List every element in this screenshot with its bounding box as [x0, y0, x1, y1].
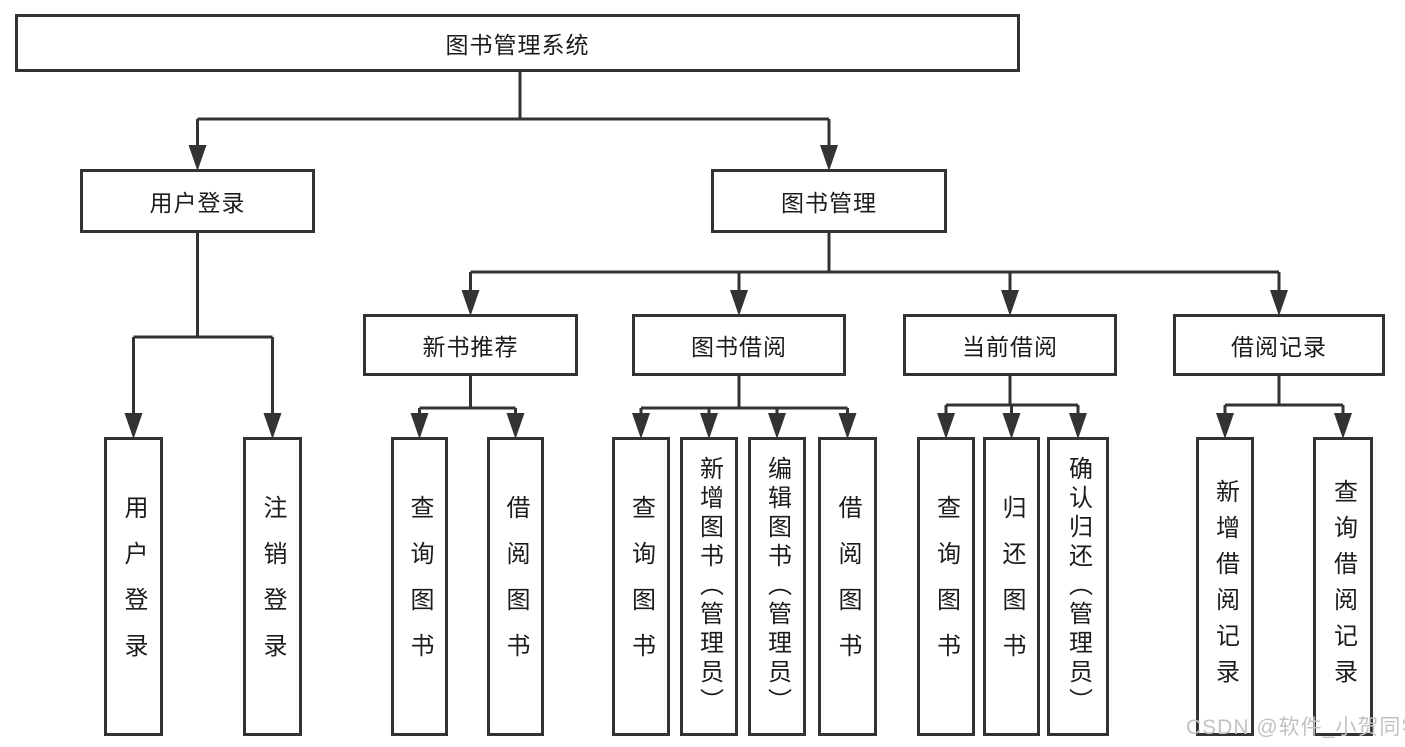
node-book-borrowing: 图书借阅 [632, 314, 846, 376]
node-new-book-recommend: 新书推荐 [363, 314, 578, 376]
node-leaf-borrow-add-book-admin: 新增图书（管理员） [680, 437, 738, 736]
arrowhead-down-icon [1002, 413, 1021, 439]
node-leaf-borrow-borrow-book: 借阅图书 [818, 437, 877, 736]
node-borrowing-records: 借阅记录 [1173, 314, 1385, 376]
node-label: 新增借阅记录 [1211, 478, 1239, 695]
node-label: 用户登录 [149, 190, 246, 216]
node-label: 当前借阅 [962, 334, 1058, 360]
node-label: 图书管理系统 [445, 32, 590, 58]
node-leaf-rec-query-book: 查询图书 [391, 437, 448, 736]
node-label: 图书借阅 [691, 334, 787, 360]
arrowhead-down-icon [1334, 413, 1352, 439]
node-label: 确认归还（管理员） [1064, 456, 1092, 717]
node-leaf-logout: 注销登录 [243, 437, 302, 736]
watermark: CSDN @软件_小贺同学 [1186, 716, 1405, 739]
node-label: 借阅图书 [834, 494, 861, 679]
arrowhead-down-icon [937, 413, 955, 439]
node-label: 借阅图书 [502, 494, 529, 679]
node-user-login: 用户登录 [80, 169, 315, 233]
node-book-management: 图书管理 [711, 169, 947, 233]
arrowhead-down-icon [1270, 290, 1288, 316]
node-leaf-records-query-record: 查询借阅记录 [1313, 437, 1373, 736]
node-leaf-current-return-book: 归还图书 [983, 437, 1040, 736]
node-label: 图书管理 [781, 190, 877, 216]
node-leaf-borrow-edit-book-admin: 编辑图书（管理员） [748, 437, 806, 736]
arrowhead-down-icon [1001, 290, 1019, 316]
arrowhead-down-icon [768, 413, 786, 439]
node-label: 新增图书（管理员） [695, 456, 723, 717]
node-label: 新书推荐 [422, 334, 519, 360]
node-leaf-current-confirm-return-admin: 确认归还（管理员） [1047, 437, 1109, 736]
node-leaf-user-login: 用户登录 [104, 437, 163, 736]
arrowhead-down-icon [124, 413, 143, 439]
arrowhead-down-icon [730, 290, 748, 316]
node-label: 查询图书 [932, 494, 960, 679]
arrowhead-down-icon [700, 413, 718, 439]
arrowhead-down-icon [1216, 413, 1234, 439]
node-leaf-records-add-record: 新增借阅记录 [1196, 437, 1254, 736]
node-label: 查询借阅记录 [1329, 478, 1357, 695]
node-label: 归还图书 [998, 494, 1025, 679]
arrowhead-down-icon [263, 413, 282, 439]
node-label: 注销登录 [259, 494, 286, 679]
node-label: 用户登录 [120, 494, 147, 679]
node-system: 图书管理系统 [15, 14, 1020, 72]
arrowhead-down-icon [188, 145, 207, 171]
node-label: 借阅记录 [1231, 334, 1327, 360]
arrowhead-down-icon [820, 145, 838, 171]
arrowhead-down-icon [461, 290, 480, 316]
node-label: 查询图书 [627, 494, 655, 679]
arrowhead-down-icon [410, 413, 429, 439]
arrowhead-down-icon [506, 413, 525, 439]
arrowhead-down-icon [1069, 413, 1087, 439]
arrowhead-down-icon [838, 413, 857, 439]
node-leaf-borrow-query-book: 查询图书 [612, 437, 670, 736]
node-current-borrowing: 当前借阅 [903, 314, 1117, 376]
arrowhead-down-icon [632, 413, 650, 439]
node-label: 编辑图书（管理员） [763, 456, 791, 717]
node-leaf-current-query-book: 查询图书 [917, 437, 975, 736]
node-leaf-rec-borrow-book: 借阅图书 [487, 437, 544, 736]
node-label: 查询图书 [406, 494, 433, 679]
